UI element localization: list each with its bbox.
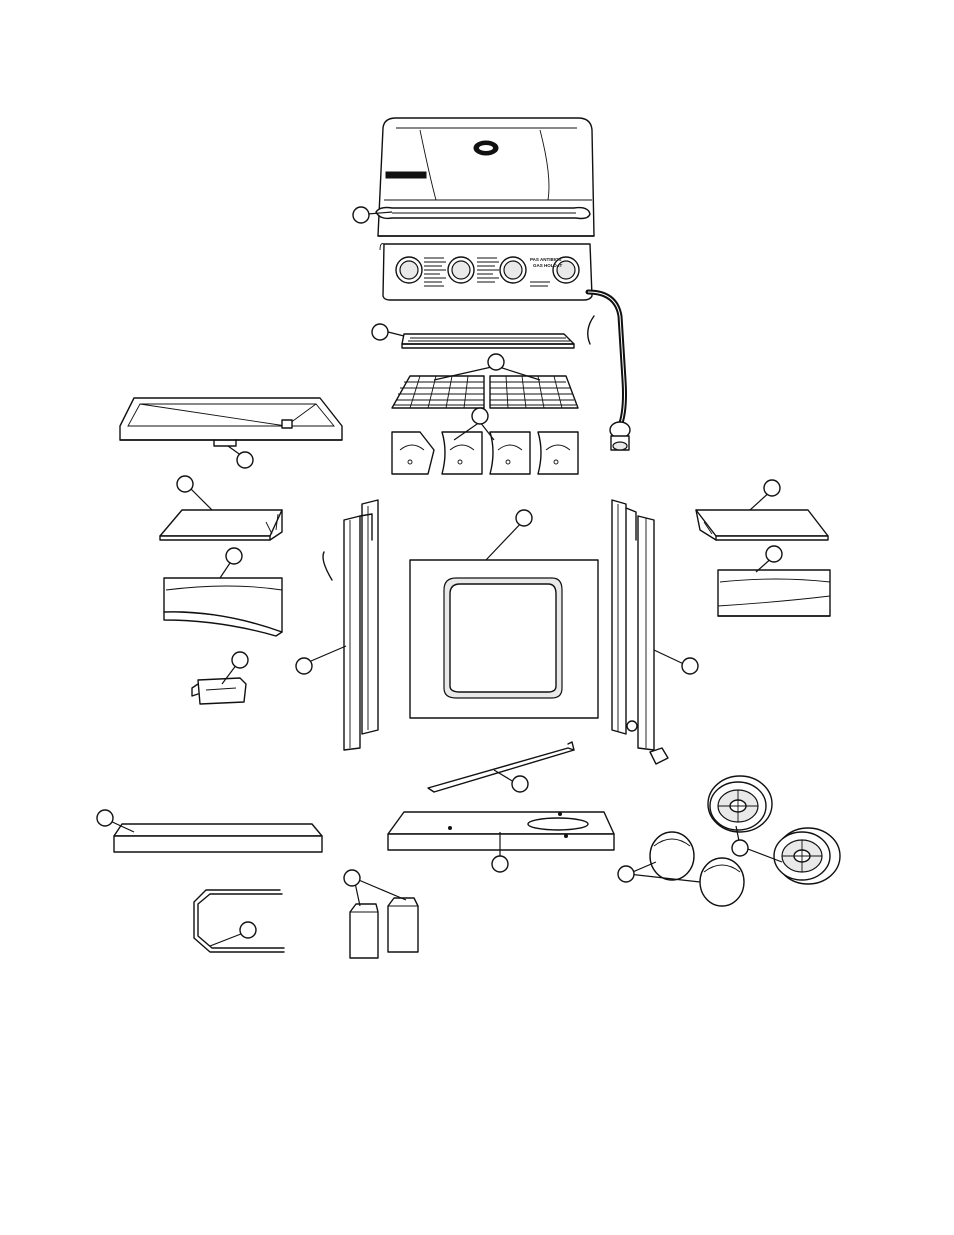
side-shelf-left	[160, 510, 282, 540]
cooking-grids	[392, 376, 578, 408]
wheel-caps	[650, 832, 744, 906]
callout-warming-rack	[372, 324, 388, 340]
callout-side-shelf-right	[764, 480, 780, 496]
tank-bracket	[192, 678, 246, 704]
knob-2	[448, 257, 474, 283]
regulator-icon	[610, 422, 630, 450]
callout-leg-left	[296, 658, 312, 674]
front-rail	[114, 824, 322, 852]
leg-bolt	[627, 721, 637, 731]
callout-side-trim-right	[766, 546, 782, 562]
callout-lid-handle	[353, 207, 369, 223]
callout-drip-tray-clip	[237, 452, 253, 468]
callout-bottom-shelf	[492, 856, 508, 872]
tank-hole	[528, 818, 588, 830]
callout-tank-bracket	[232, 652, 248, 668]
side-trim-right	[718, 570, 830, 616]
callout-cooking-grids	[488, 354, 504, 370]
side-trim-left	[164, 578, 282, 636]
callout-wheels	[732, 840, 748, 856]
callout-side-shelf-left	[177, 476, 193, 492]
callout-leg-right	[682, 658, 698, 674]
callout-flame-tamers	[472, 408, 488, 424]
tank-retainer	[194, 890, 284, 952]
side-shelf-right	[696, 510, 828, 540]
warming-rack	[402, 334, 574, 348]
caster-pair	[350, 898, 418, 958]
callout-wheel-caps	[618, 866, 634, 882]
panel-text-2: GAS HOLD-IT	[533, 263, 562, 268]
wheel-bottom	[774, 828, 840, 884]
panel-text-1: PAS ANTIBIOS	[530, 257, 562, 262]
drip-tray-clip	[214, 440, 236, 446]
back-panel	[410, 560, 598, 718]
callout-side-trim-left	[226, 548, 242, 564]
callout-caster-pair	[344, 870, 360, 886]
leg-left	[323, 500, 378, 750]
callout-back-panel	[516, 510, 532, 526]
wheel-top	[708, 776, 772, 832]
leg-hook	[323, 552, 332, 580]
knob-1	[396, 257, 422, 283]
callout-tank-retainer	[240, 922, 256, 938]
knob-3	[500, 257, 526, 283]
igniter-wire	[588, 316, 594, 344]
callout-cross-brace	[512, 776, 528, 792]
callout-front-rail	[97, 810, 113, 826]
flame-tamers	[392, 432, 578, 474]
brand-plate	[386, 172, 426, 178]
bottom-shelf	[388, 812, 614, 850]
leg-right	[612, 500, 668, 764]
cross-brace	[428, 742, 574, 792]
drip-tray	[120, 398, 342, 446]
